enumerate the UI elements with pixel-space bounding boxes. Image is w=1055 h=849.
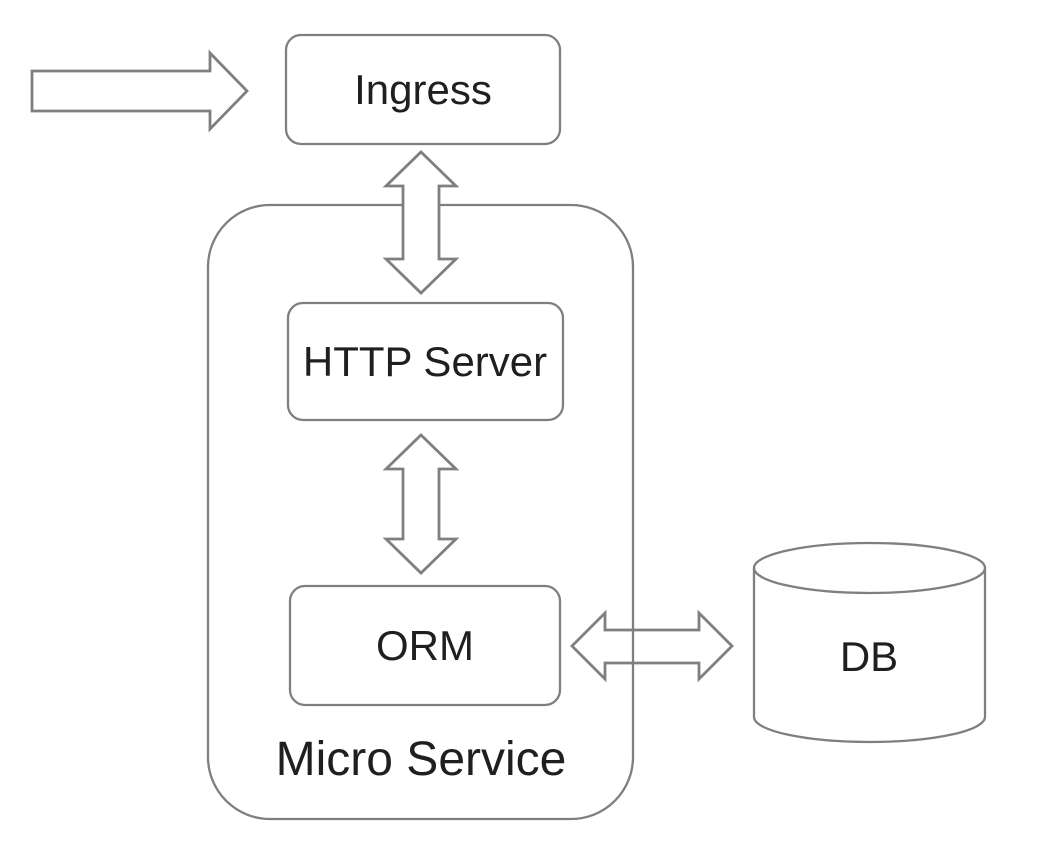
ingress-label: Ingress (354, 66, 492, 113)
micro-service-label: Micro Service (276, 733, 567, 786)
inbound-traffic-arrow-icon (30, 49, 249, 133)
http-server-label: HTTP Server (303, 338, 547, 385)
db-cylinder-top (752, 541, 987, 595)
db-label: DB (840, 633, 898, 680)
ingress-box (284, 33, 562, 146)
node-http-server: HTTP Server (286, 301, 565, 422)
orm-box (288, 584, 562, 707)
http-server-box (286, 301, 565, 422)
node-db: DB (752, 541, 987, 744)
node-orm: ORM (288, 584, 562, 707)
node-ingress: Ingress (284, 33, 562, 146)
arrow-orm-db-icon (570, 609, 734, 683)
arrow-httpserver-orm-icon (382, 433, 460, 575)
db-cylinder-body (752, 568, 987, 744)
arrow-ingress-microservice-icon (382, 150, 460, 295)
orm-label: ORM (376, 622, 474, 669)
